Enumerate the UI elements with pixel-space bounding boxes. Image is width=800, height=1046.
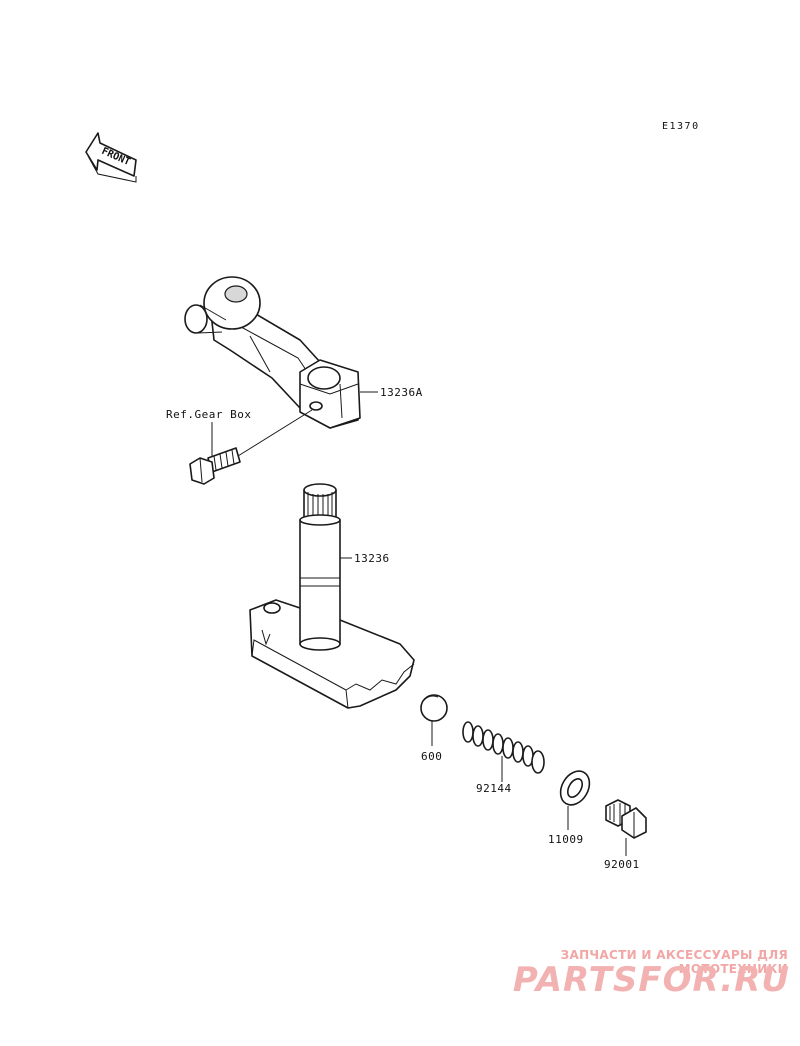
- label-13236A: 13236A: [380, 386, 423, 399]
- coil-spring-part: [462, 721, 545, 774]
- shift-shaft-part: [249, 483, 415, 709]
- label-ref-gear-box: Ref.Gear Box: [166, 408, 251, 421]
- label-92001: 92001: [604, 858, 640, 871]
- diagram-code: E1370: [662, 121, 700, 132]
- plug-bolt-part: [605, 799, 647, 839]
- label-600: 600: [421, 750, 442, 763]
- label-92144: 92144: [476, 782, 512, 795]
- label-13236: 13236: [354, 552, 390, 565]
- steel-ball-part: [420, 694, 448, 722]
- washer-part: [559, 770, 591, 806]
- shift-lever-part: [184, 276, 361, 429]
- watermark-logo: PARTSFOR.RU: [512, 960, 790, 1000]
- watermark-tagline: ЗАПЧАСТИ И АКСЕССУАРЫ ДЛЯ МОТОТЕХНИКИ: [560, 948, 788, 976]
- clamp-bolt-part: [189, 447, 241, 485]
- label-11009: 11009: [548, 833, 584, 846]
- front-arrow-icon: FRONT: [85, 132, 137, 183]
